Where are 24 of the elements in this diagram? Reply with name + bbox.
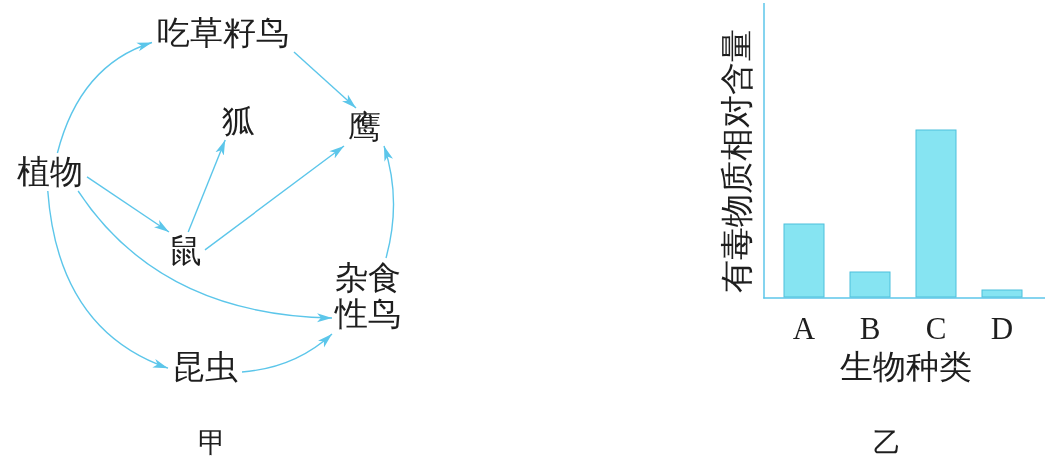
axis-title: 生物种类 xyxy=(839,348,973,386)
panel-label: 甲 xyxy=(197,426,227,460)
panel-label: 乙 xyxy=(872,426,902,460)
arrow xyxy=(86,176,170,233)
species-label: 吃草籽鸟 xyxy=(152,14,294,52)
axis-title: 有毒物质相对含量 xyxy=(719,28,755,295)
category-label: A xyxy=(791,312,817,346)
species-label: 狐 xyxy=(218,102,258,140)
species-label: 杂食性鸟 xyxy=(332,258,404,334)
arrow xyxy=(204,145,345,251)
species-label: 鹰 xyxy=(344,108,384,146)
arrow xyxy=(77,190,333,322)
arrow xyxy=(187,139,226,233)
species-label: 昆虫 xyxy=(168,348,242,386)
arrow xyxy=(383,145,395,259)
category-label: B xyxy=(858,312,882,346)
arrow xyxy=(293,51,357,109)
arrow xyxy=(56,41,153,154)
category-label: D xyxy=(989,312,1015,346)
species-label: 鼠 xyxy=(165,232,205,270)
arrow xyxy=(241,333,333,373)
species-label: 植物 xyxy=(13,153,87,191)
category-label: C xyxy=(924,312,948,346)
arrow xyxy=(47,190,169,369)
